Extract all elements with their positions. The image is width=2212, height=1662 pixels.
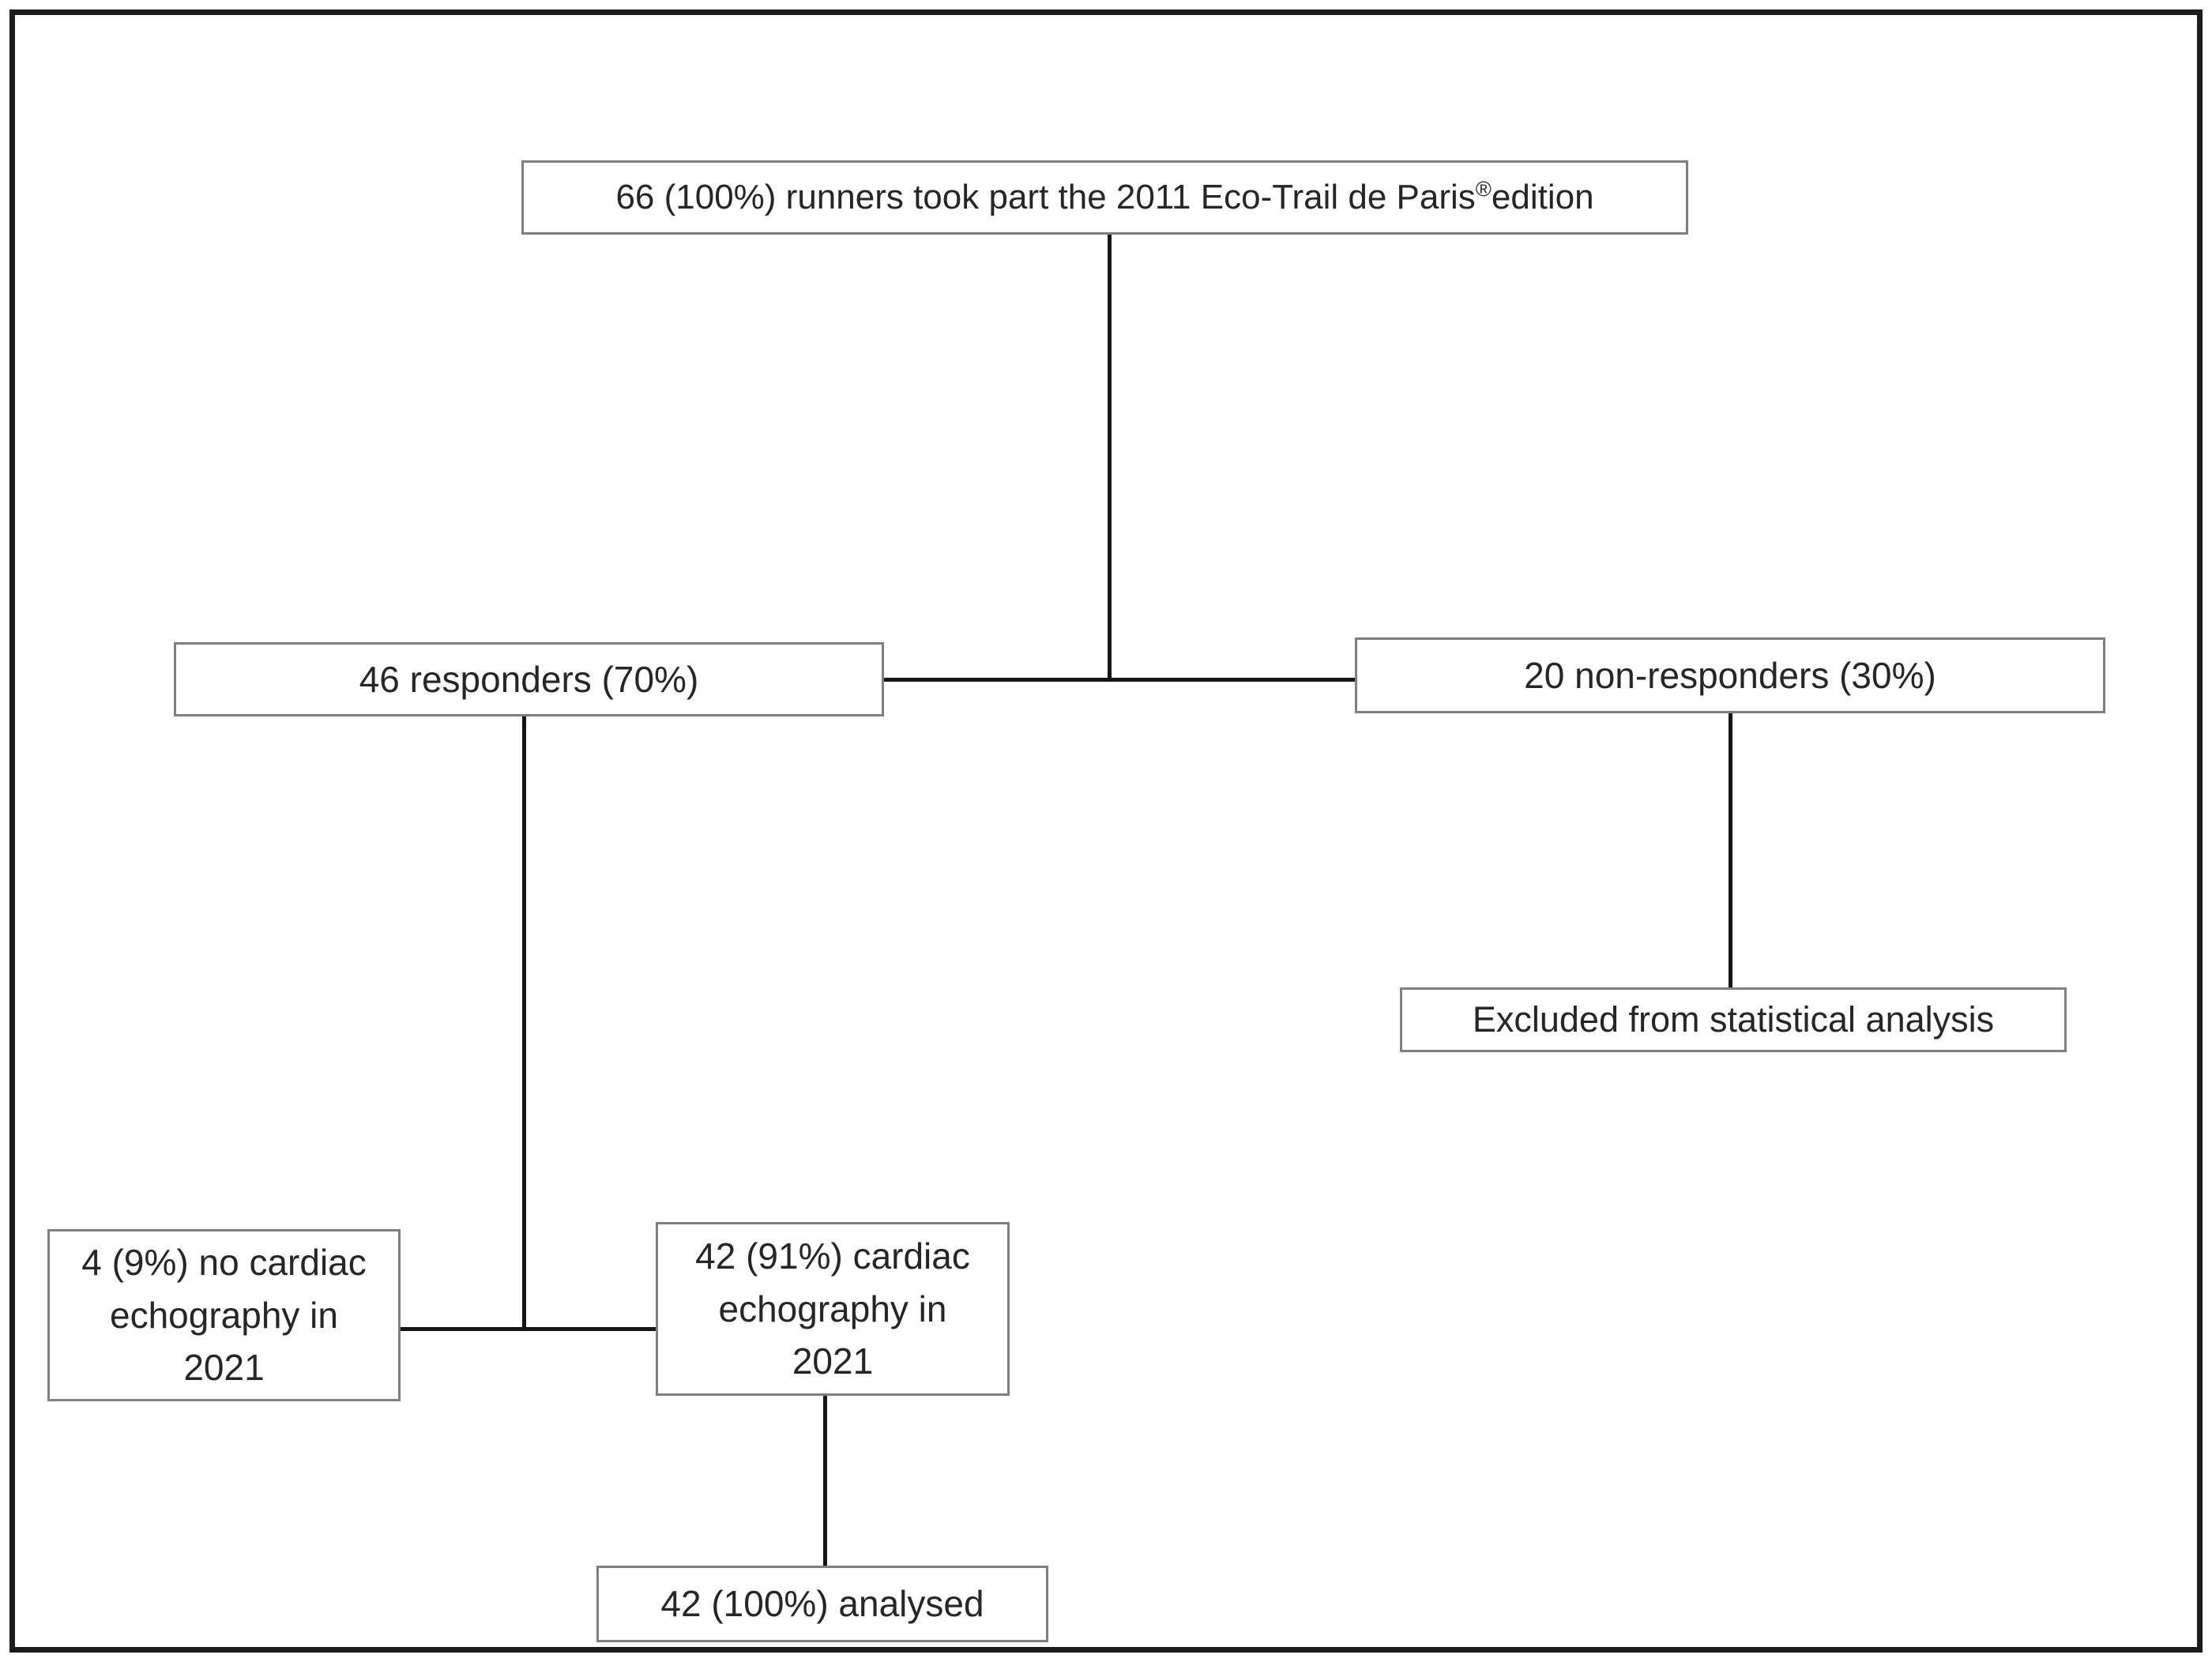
- excluded-label: Excluded from statistical analysis: [1472, 999, 1995, 1040]
- flow-node-excluded: Excluded from statistical analysis: [1400, 987, 2067, 1052]
- connector-nonresponders-excluded: [1729, 713, 1732, 989]
- flow-node-responders: 46 responders (70%): [174, 642, 884, 716]
- connector-responders-down: [522, 716, 526, 1331]
- flow-node-no-echography: 4 (9%) no cardiac echography in 2021: [47, 1229, 401, 1401]
- outer-border: [9, 9, 2203, 1653]
- connector-total-down: [1108, 235, 1112, 682]
- no-echography-label: 4 (9%) no cardiac echography in 2021: [81, 1241, 367, 1389]
- connector-responders-nonresponders: [884, 678, 1356, 682]
- responders-label: 46 responders (70%): [359, 658, 699, 700]
- connector-echo-analysed: [823, 1396, 827, 1567]
- analysed-label: 42 (100%) analysed: [660, 1583, 984, 1625]
- echography-label: 42 (91%) cardiac echography in 2021: [695, 1235, 970, 1382]
- registered-trademark-symbol: ®: [1475, 176, 1492, 201]
- non-responders-label: 20 non-responders (30%): [1524, 654, 1936, 696]
- flow-node-analysed: 42 (100%) analysed: [596, 1566, 1048, 1642]
- connector-noecho-echo: [399, 1327, 657, 1331]
- flow-node-echography: 42 (91%) cardiac echography in 2021: [656, 1222, 1010, 1396]
- total-runners-label: 66 (100%) runners took part the 2011 Eco…: [615, 176, 1594, 217]
- flow-node-total-runners: 66 (100%) runners took part the 2011 Eco…: [521, 160, 1688, 235]
- flow-node-non-responders: 20 non-responders (30%): [1355, 637, 2105, 713]
